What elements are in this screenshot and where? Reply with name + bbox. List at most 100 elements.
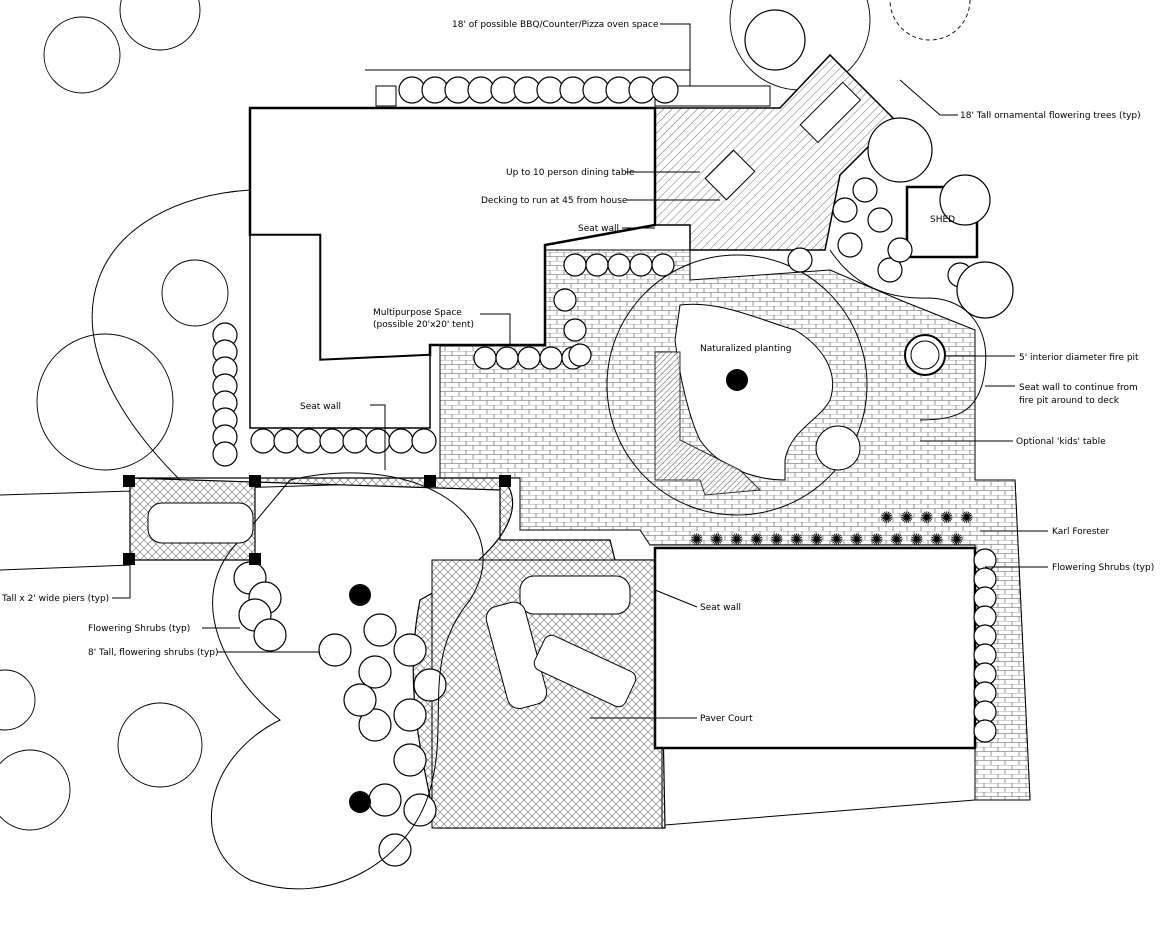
label-tall-shrubs: 8' Tall, flowering shrubs (typ): [88, 648, 219, 658]
leader-lines: [112, 23, 1048, 719]
label-kids-table: Optional 'kids' table: [1016, 437, 1106, 447]
grass-icon: ✺: [830, 530, 843, 549]
shrub: [607, 253, 631, 277]
label-bbq: 18' of possible BBQ/Counter/Pizza oven s…: [452, 20, 659, 30]
shrub: [398, 76, 426, 104]
grass-icon: ✺: [790, 530, 803, 549]
shrub: [358, 655, 392, 689]
shrub: [956, 261, 1014, 319]
shrub: [651, 76, 679, 104]
shrub: [628, 76, 656, 104]
ac-unit: [375, 85, 397, 107]
label-seat-wall-fire-2: fire pit around to deck: [1019, 396, 1120, 406]
seat-wall-curve: [829, 249, 987, 421]
grass-icon: ✺: [690, 530, 703, 549]
grass-icon: ✺: [930, 530, 943, 549]
label-ornamental-trees: 18' Tall ornamental flowering trees (typ…: [960, 111, 1141, 121]
grass-icon: ✺: [730, 530, 743, 549]
shrub: [393, 743, 427, 777]
deck: [654, 53, 897, 251]
piers: [123, 475, 511, 565]
shrub: [517, 346, 541, 370]
grass-icon: ✺: [810, 530, 823, 549]
shrub: [973, 719, 997, 743]
shrub: [444, 76, 472, 104]
grass-icon: ✺: [920, 508, 933, 527]
shrub: [867, 117, 933, 183]
shrub: [629, 253, 653, 277]
label-shed: SHED: [930, 215, 955, 225]
shrub: [513, 76, 541, 104]
fire-pit-inner: [910, 340, 940, 370]
shrub: [495, 346, 519, 370]
shrub: [413, 668, 447, 702]
label-fire-pit: 5' interior diameter fire pit: [1019, 353, 1139, 363]
shrub: [411, 428, 437, 454]
shrub: [582, 76, 610, 104]
label-multipurpose-2: (possible 20'x20' tent): [373, 320, 474, 330]
shrub: [536, 76, 564, 104]
shrub: [365, 428, 391, 454]
shrub: [939, 174, 991, 226]
shrub: [250, 428, 276, 454]
shrub: [559, 76, 587, 104]
shrub: [342, 428, 368, 454]
grass-icon: ✺: [870, 530, 883, 549]
existing-trees: [0, 0, 971, 831]
accent-tree-dot: [349, 584, 371, 606]
shrub: [605, 76, 633, 104]
shrub: [867, 207, 893, 233]
shrub: [563, 318, 587, 342]
dining-table: [704, 149, 756, 201]
grass-icon: ✺: [880, 508, 893, 527]
grass-icon: ✺: [950, 530, 963, 549]
grass-icon: ✺: [890, 530, 903, 549]
shrub: [467, 76, 495, 104]
shrub: [318, 633, 352, 667]
shrub: [403, 793, 437, 827]
label-seat-wall-fire-1: Seat wall to continue from: [1019, 383, 1138, 393]
grass-icon: ✺: [940, 508, 953, 527]
grass-icon: ✺: [750, 530, 763, 549]
shrub: [358, 708, 392, 742]
shrub: [273, 428, 299, 454]
lounge-furniture: [799, 81, 862, 144]
shrub: [832, 197, 858, 223]
shrub: [212, 441, 238, 467]
grass-icon: ✺: [960, 508, 973, 527]
shrub: [368, 783, 402, 817]
label-multipurpose-1: Multipurpose Space: [373, 308, 462, 318]
label-seat-wall-deck: Seat wall: [578, 224, 619, 234]
grass-icon: ✺: [900, 508, 913, 527]
shrub: [363, 613, 397, 647]
shrub: [421, 76, 449, 104]
shrub: [837, 232, 863, 258]
label-decking: Decking to run at 45 from house: [481, 196, 628, 206]
garage: [653, 546, 977, 750]
shrub: [473, 346, 497, 370]
label-seat-wall-house: Seat wall: [300, 402, 341, 412]
label-piers: Tall x 2' wide piers (typ): [1, 594, 109, 604]
shrub: [651, 253, 675, 277]
label-naturalized: Naturalized planting: [700, 344, 791, 354]
naturalized-hatch: [654, 351, 762, 496]
plan-labels: 18' of possible BBQ/Counter/Pizza oven s…: [1, 20, 1154, 724]
feature-tree-dot: [726, 369, 748, 391]
house-addition: [249, 234, 431, 429]
label-flowering-shrubs-right: Flowering Shrubs (typ): [1052, 563, 1154, 573]
shrub: [877, 257, 903, 283]
kids-table: [815, 425, 861, 471]
label-flowering-shrubs-left: Flowering Shrubs (typ): [88, 624, 190, 634]
shrub: [296, 428, 322, 454]
shrub: [887, 237, 913, 263]
shrub: [585, 253, 609, 277]
shrub: [787, 247, 813, 273]
shrub: [319, 428, 345, 454]
naturalized-planting-bed: [674, 303, 834, 481]
shrub: [343, 683, 377, 717]
grass-icon: ✺: [710, 530, 723, 549]
shrub: [553, 288, 577, 312]
shrub: [393, 698, 427, 732]
shrub: [568, 343, 592, 367]
shrub: [744, 9, 806, 71]
